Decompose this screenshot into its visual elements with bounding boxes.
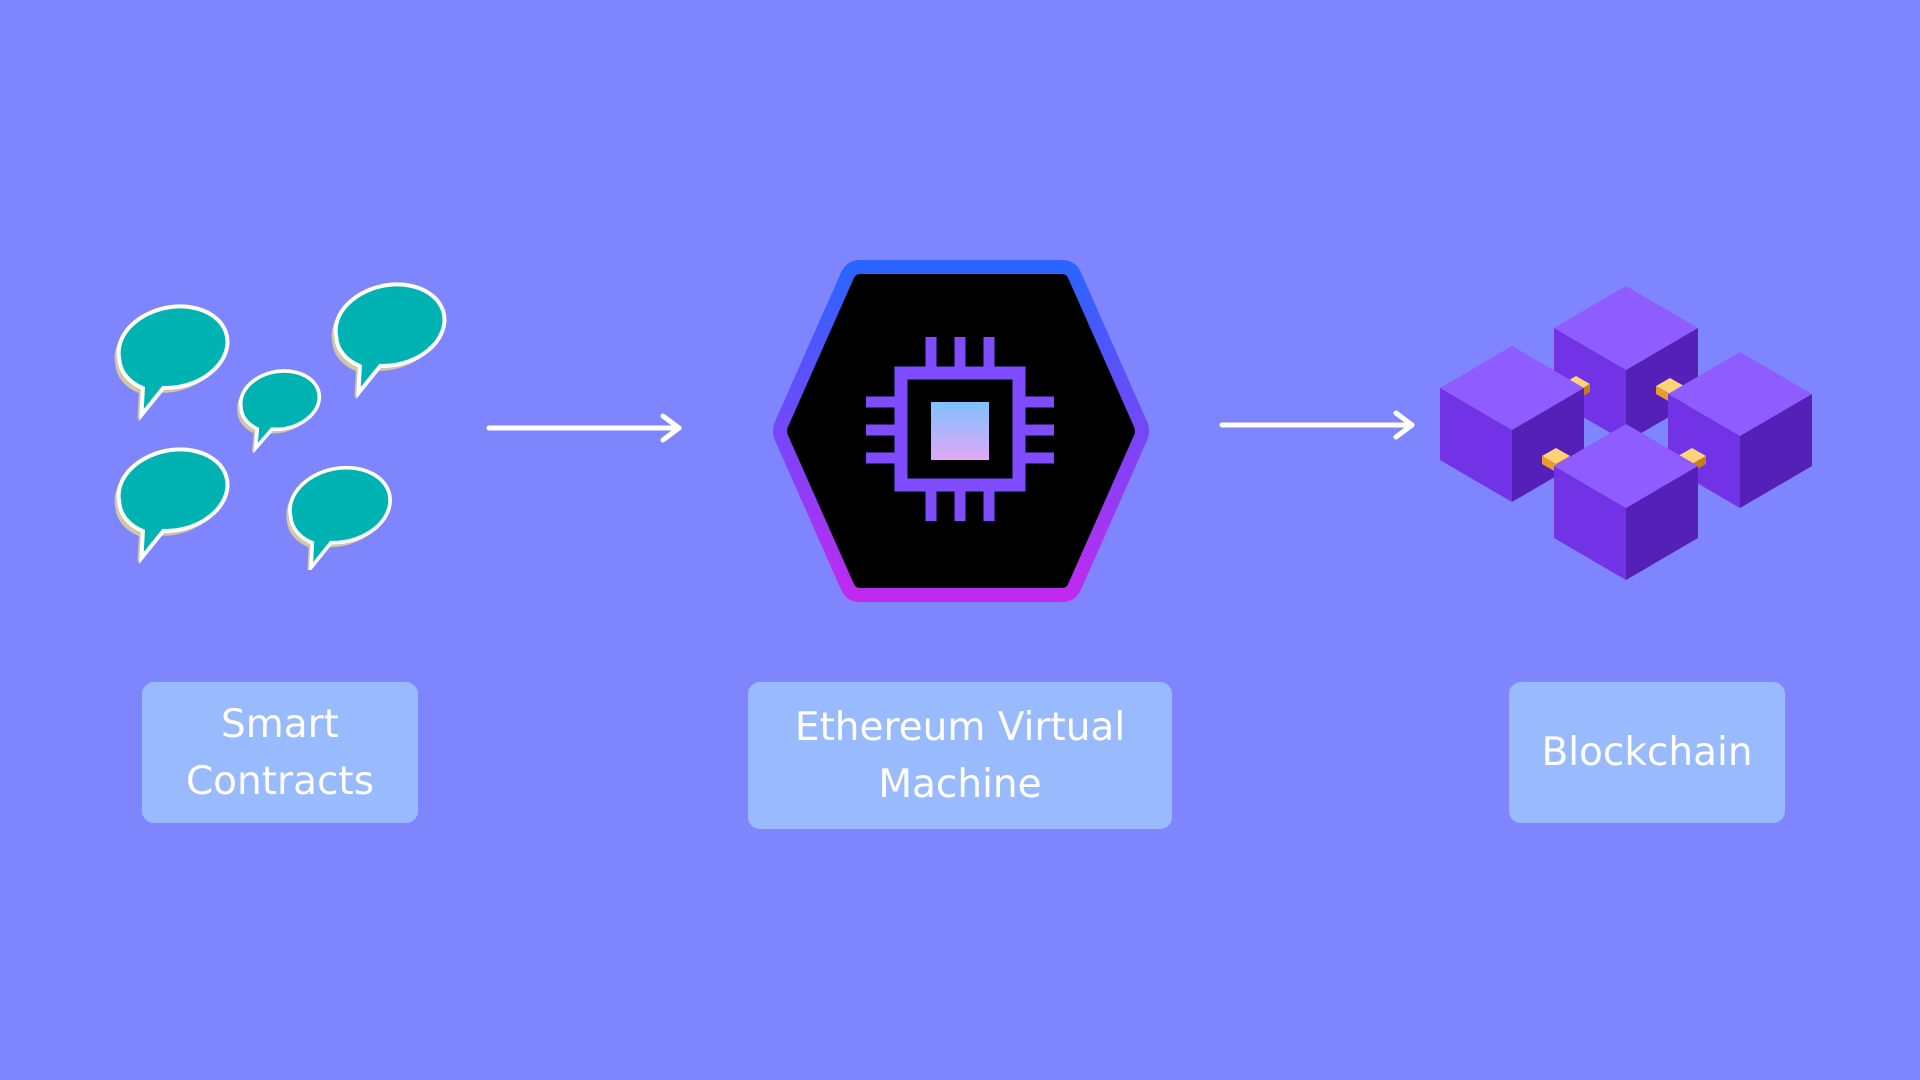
- evm-label: Ethereum Virtual Machine: [794, 704, 1126, 807]
- cpu-chip-hexagon-icon: [773, 260, 1149, 602]
- node-label-blockchain: Blockchain: [1509, 682, 1785, 823]
- node-label-smart-contracts: Smart Contracts: [142, 682, 418, 823]
- node-label-evm: Ethereum Virtual Machine: [748, 682, 1172, 829]
- cube-blocks-icon: [1440, 286, 1812, 580]
- speech-bubbles-icon: [106, 272, 459, 570]
- blockchain-label: Blockchain: [1541, 730, 1753, 775]
- arrow-right-icon: [486, 413, 682, 443]
- arrow-right-icon: [1219, 410, 1415, 440]
- smart-contracts-label: Smart Contracts: [185, 701, 375, 804]
